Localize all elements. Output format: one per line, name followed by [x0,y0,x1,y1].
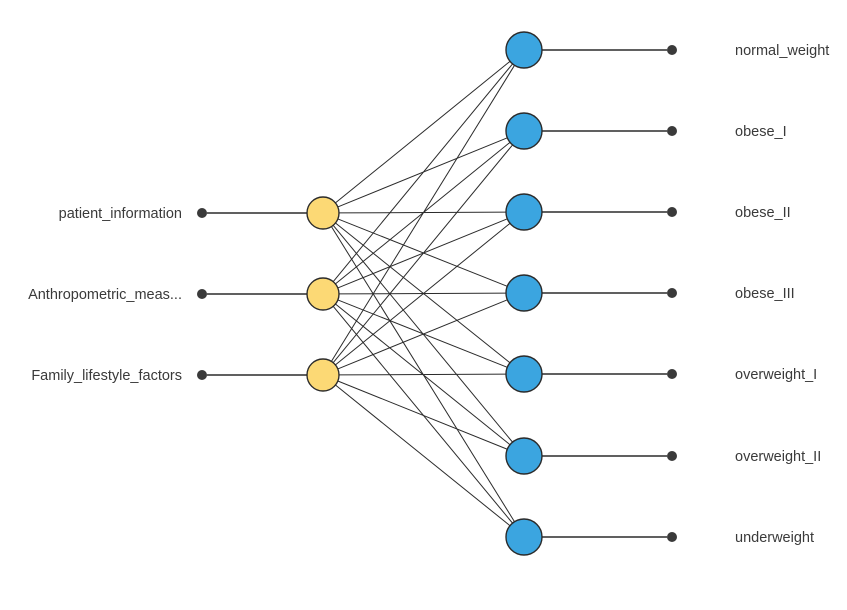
input-label-0: patient_information [59,206,182,222]
output-label-6: underweight [735,530,814,546]
input-label-1: Anthropometric_meas... [28,287,182,303]
edge-hidden-0-output-3 [337,218,508,287]
edge-hidden-0-output-0 [335,60,511,204]
hidden-node-2[interactable] [306,358,340,392]
nodes-group [197,31,677,556]
output-node-3[interactable] [505,274,543,312]
edges-output-to-terminal [542,49,667,538]
output-node-6[interactable] [505,518,543,556]
output-label-0: normal_weight [735,43,829,59]
input-node-1[interactable] [197,289,207,299]
edges-input-to-hidden [207,212,307,376]
output-node-2[interactable] [505,193,543,231]
edge-hidden-1-output-3 [338,292,507,295]
output-node-0[interactable] [505,31,543,69]
output-node-4[interactable] [505,355,543,393]
output-terminal-node-6[interactable] [667,532,677,542]
edge-hidden-2-output-5 [337,380,508,450]
output-terminal-node-4[interactable] [667,369,677,379]
output-label-5: overweight_II [735,449,821,465]
edge-hidden-0-output-2 [338,211,507,214]
hidden-node-1[interactable] [306,277,340,311]
edge-hidden-2-output-3 [337,299,508,370]
edges-hidden-to-output [330,60,515,527]
edge-hidden-2-output-2 [335,222,511,366]
edge-hidden-1-output-0 [332,63,513,282]
output-node-1[interactable] [505,112,543,150]
edge-hidden-2-output-0 [330,65,515,362]
output-terminal-node-0[interactable] [667,45,677,55]
edge-hidden-2-output-6 [335,384,511,527]
hidden-node-0[interactable] [306,196,340,230]
input-node-2[interactable] [197,370,207,380]
edge-hidden-2-output-4 [338,373,507,376]
output-label-1: obese_I [735,124,787,140]
edge-hidden-1-output-4 [337,299,508,368]
input-node-0[interactable] [197,208,207,218]
labels-group: patient_informationAnthropometric_meas..… [28,43,829,546]
output-label-2: obese_II [735,205,791,221]
output-terminal-node-5[interactable] [667,451,677,461]
edge-hidden-0-output-4 [335,222,511,364]
output-terminal-node-2[interactable] [667,207,677,217]
output-terminal-node-3[interactable] [667,288,677,298]
edge-hidden-2-output-1 [332,144,513,363]
output-label-3: obese_III [735,286,795,302]
input-label-2: Family_lifestyle_factors [31,368,182,384]
output-label-4: overweight_I [735,367,817,383]
output-node-5[interactable] [505,437,543,475]
output-terminal-node-1[interactable] [667,126,677,136]
